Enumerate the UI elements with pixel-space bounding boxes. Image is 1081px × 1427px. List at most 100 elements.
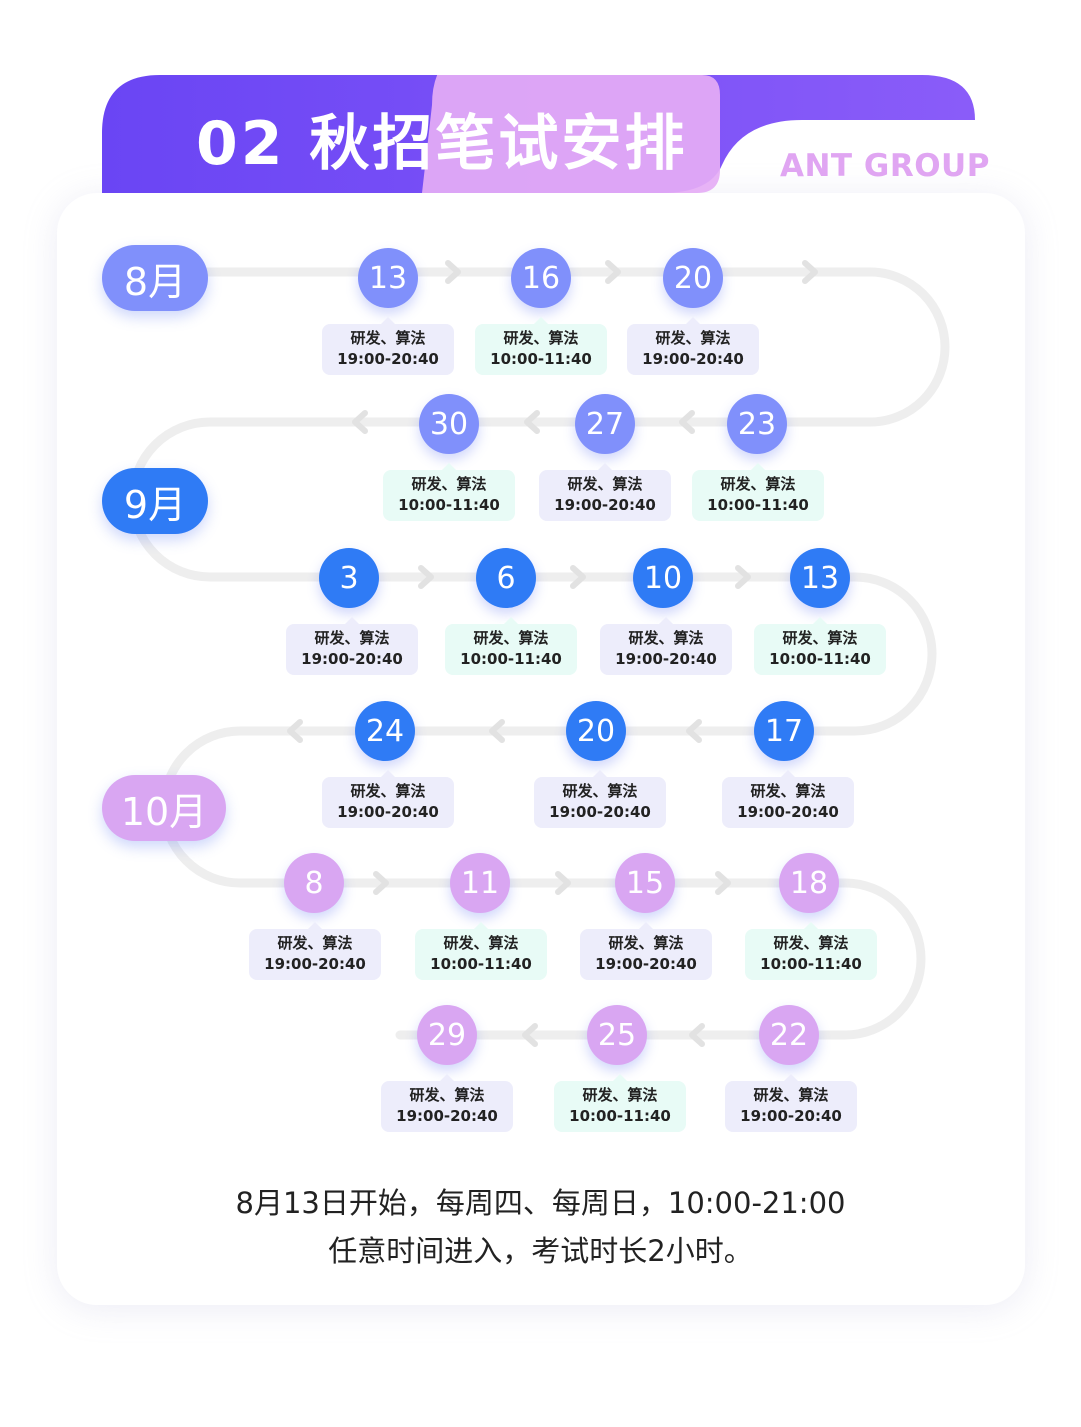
header-banner bbox=[102, 75, 975, 193]
session-time: 10:00-11:40 bbox=[460, 650, 562, 668]
session-tag: 研发、算法 19:00-20:40 bbox=[286, 617, 418, 675]
month-badge: 9月 bbox=[102, 468, 208, 534]
session-time: 19:00-20:40 bbox=[301, 650, 403, 668]
date-node: 16 bbox=[511, 248, 571, 308]
session-type: 研发、算法 bbox=[350, 329, 426, 347]
session-tag: 研发、算法 19:00-20:40 bbox=[722, 770, 854, 828]
track-arrow-icon bbox=[686, 719, 702, 743]
session-time: 19:00-20:40 bbox=[549, 803, 651, 821]
date-node: 29 bbox=[417, 1005, 477, 1065]
date-node: 13 bbox=[358, 248, 418, 308]
date-node: 24 bbox=[355, 701, 415, 761]
session-time: 10:00-11:40 bbox=[760, 955, 862, 973]
session-type: 研发、算法 bbox=[753, 1086, 829, 1104]
session-time: 10:00-11:40 bbox=[769, 650, 871, 668]
date-node: 17 bbox=[754, 701, 814, 761]
month-badge: 10月 bbox=[102, 775, 226, 841]
schedule-card bbox=[57, 193, 1025, 1305]
session-time: 19:00-20:40 bbox=[642, 350, 744, 368]
session-type: 研发、算法 bbox=[773, 934, 849, 952]
date-node: 22 bbox=[759, 1005, 819, 1065]
track-arrow-icon bbox=[418, 565, 434, 589]
session-time: 19:00-20:40 bbox=[396, 1107, 498, 1125]
track-arrow-icon bbox=[555, 871, 571, 895]
track-arrow-icon bbox=[679, 410, 695, 434]
session-type: 研发、算法 bbox=[782, 629, 858, 647]
session-tag: 研发、算法 19:00-20:40 bbox=[322, 317, 454, 375]
date-node: 27 bbox=[575, 394, 635, 454]
track-arrow-icon bbox=[489, 719, 505, 743]
session-time: 19:00-20:40 bbox=[554, 496, 656, 514]
session-type: 研发、算法 bbox=[350, 782, 426, 800]
track-arrow-icon bbox=[522, 1023, 538, 1047]
session-time: 19:00-20:40 bbox=[337, 803, 439, 821]
session-time: 10:00-11:40 bbox=[707, 496, 809, 514]
track-path bbox=[128, 267, 950, 1040]
session-tag: 研发、算法 10:00-11:40 bbox=[692, 463, 824, 521]
date-node: 20 bbox=[663, 248, 723, 308]
date-node: 6 bbox=[476, 548, 536, 608]
footer-line-1: 8月13日开始，每周四、每周日，10:00-21:00 bbox=[235, 1186, 846, 1220]
track-arrow-icon bbox=[715, 871, 731, 895]
session-time: 10:00-11:40 bbox=[490, 350, 592, 368]
session-type: 研发、算法 bbox=[582, 1086, 658, 1104]
session-type: 研发、算法 bbox=[720, 475, 796, 493]
session-tag: 研发、算法 19:00-20:40 bbox=[627, 317, 759, 375]
date-node: 3 bbox=[319, 548, 379, 608]
session-tag: 研发、算法 10:00-11:40 bbox=[754, 617, 886, 675]
track-arrow-icon bbox=[689, 1023, 705, 1047]
session-type: 研发、算法 bbox=[655, 329, 731, 347]
session-type: 研发、算法 bbox=[608, 934, 684, 952]
session-time: 19:00-20:40 bbox=[737, 803, 839, 821]
session-type: 研发、算法 bbox=[628, 629, 704, 647]
session-tag: 研发、算法 19:00-20:40 bbox=[580, 922, 712, 980]
date-node: 23 bbox=[727, 394, 787, 454]
date-node: 8 bbox=[284, 853, 344, 913]
session-time: 19:00-20:40 bbox=[337, 350, 439, 368]
track-arrow-icon bbox=[802, 260, 818, 284]
track-arrow-icon bbox=[570, 565, 586, 589]
session-type: 研发、算法 bbox=[314, 629, 390, 647]
session-tag: 研发、算法 10:00-11:40 bbox=[415, 922, 547, 980]
date-node: 15 bbox=[615, 853, 675, 913]
session-tag: 研发、算法 19:00-20:40 bbox=[539, 463, 671, 521]
track-arrow-icon bbox=[524, 410, 540, 434]
session-tag: 研发、算法 19:00-20:40 bbox=[322, 770, 454, 828]
session-time: 19:00-20:40 bbox=[740, 1107, 842, 1125]
date-node: 18 bbox=[779, 853, 839, 913]
session-type: 研发、算法 bbox=[567, 475, 643, 493]
session-type: 研发、算法 bbox=[750, 782, 826, 800]
brand-label: ANT GROUP bbox=[780, 148, 990, 184]
session-type: 研发、算法 bbox=[443, 934, 519, 952]
session-type: 研发、算法 bbox=[411, 475, 487, 493]
track-arrow-icon bbox=[605, 260, 621, 284]
session-tag: 研发、算法 19:00-20:40 bbox=[600, 617, 732, 675]
session-type: 研发、算法 bbox=[277, 934, 353, 952]
track-arrow-icon bbox=[735, 565, 751, 589]
footer-line-2: 任意时间进入，考试时长2小时。 bbox=[328, 1234, 753, 1268]
session-type: 研发、算法 bbox=[503, 329, 579, 347]
date-node: 13 bbox=[790, 548, 850, 608]
session-time: 19:00-20:40 bbox=[264, 955, 366, 973]
session-tag: 研发、算法 10:00-11:40 bbox=[475, 317, 607, 375]
session-tag: 研发、算法 10:00-11:40 bbox=[745, 922, 877, 980]
session-tag: 研发、算法 19:00-20:40 bbox=[725, 1074, 857, 1132]
session-time: 19:00-20:40 bbox=[595, 955, 697, 973]
track-arrow-icon bbox=[445, 260, 461, 284]
session-type: 研发、算法 bbox=[409, 1086, 485, 1104]
session-tag: 研发、算法 19:00-20:40 bbox=[381, 1074, 513, 1132]
date-node: 20 bbox=[566, 701, 626, 761]
session-time: 10:00-11:40 bbox=[398, 496, 500, 514]
session-tag: 研发、算法 10:00-11:40 bbox=[383, 463, 515, 521]
month-badge: 8月 bbox=[102, 245, 208, 311]
date-node: 25 bbox=[587, 1005, 647, 1065]
track-arrow-icon bbox=[352, 410, 368, 434]
track-arrow-icon bbox=[373, 871, 389, 895]
page-title: 02 秋招笔试安排 bbox=[196, 109, 688, 179]
session-time: 10:00-11:40 bbox=[430, 955, 532, 973]
session-time: 19:00-20:40 bbox=[615, 650, 717, 668]
